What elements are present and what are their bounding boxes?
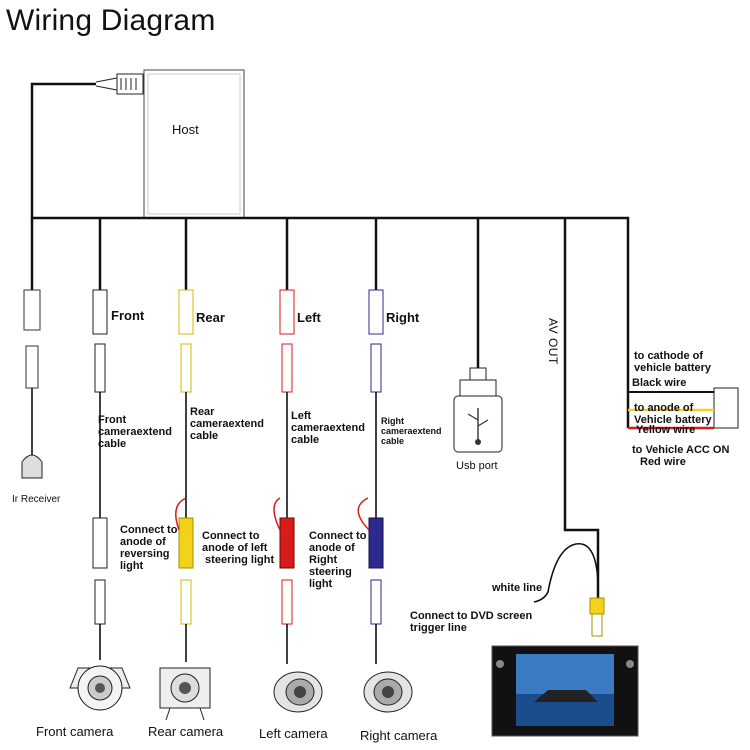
host-connector xyxy=(95,73,144,95)
rear-extend-line-2: cameraextend xyxy=(190,418,264,430)
cathode-note: to cathode of vehicle battery xyxy=(634,350,711,374)
cathode-line-2: vehicle battery xyxy=(634,362,712,374)
white-line-label: white line xyxy=(492,582,543,594)
right-label: Right xyxy=(386,310,420,325)
left-connect-note: Connect to anode of left steering light xyxy=(202,530,274,566)
left-extend-line-3: cable xyxy=(291,434,320,446)
anode-note: to anode of Vehicle battery xyxy=(634,402,712,426)
dvd-trigger-line xyxy=(533,543,605,637)
anode-line-1: to anode of xyxy=(634,402,694,414)
right-note-line-1: Connect to xyxy=(309,530,367,542)
right-extend-line-2: cameraextend xyxy=(381,426,442,436)
rear-note-line-2: anode of xyxy=(120,536,166,548)
right-channel xyxy=(357,289,384,664)
right-note-line-3: Right xyxy=(309,554,338,566)
left-camera-label: Left camera xyxy=(259,726,328,741)
right-extend-line-3: cable xyxy=(381,436,405,446)
right-extend-label: Right cameraextend cable xyxy=(381,416,442,446)
rear-label: Rear xyxy=(196,310,225,325)
power-connector xyxy=(628,387,739,430)
left-note-line-3: steering light xyxy=(202,554,275,566)
dvd-screen-icon xyxy=(491,645,639,737)
right-note-line-2: anode of xyxy=(309,542,355,554)
left-camera-icon xyxy=(273,671,323,713)
rear-channel xyxy=(175,289,194,662)
front-label: Front xyxy=(111,308,145,323)
right-camera-label: Right camera xyxy=(360,728,438,743)
rear-extend-line-1: Rear xyxy=(190,406,215,418)
front-extend-line-2: cameraextend xyxy=(98,426,172,438)
front-camera-label: Front camera xyxy=(36,724,114,739)
right-camera-icon xyxy=(363,671,413,713)
rear-camera-label: Rear camera xyxy=(148,724,224,739)
left-channel xyxy=(273,289,295,664)
dvd-trigger-line-2: trigger line xyxy=(410,622,467,634)
front-camera-icon xyxy=(69,665,131,711)
front-extend-line-3: cable xyxy=(98,438,127,450)
ir-receiver-icon xyxy=(21,440,43,479)
host-label: Host xyxy=(172,122,199,137)
red-wire-label: Red wire xyxy=(640,456,686,468)
rear-extend-line-3: cable xyxy=(190,430,219,442)
black-wire-label: Black wire xyxy=(632,377,687,389)
main-harness xyxy=(30,82,630,600)
right-extend-line-1: Right xyxy=(381,416,404,426)
ir-receiver-cable xyxy=(23,289,41,440)
host-box xyxy=(143,69,245,219)
ir-receiver-label: Ir Receiver xyxy=(12,494,61,505)
left-extend-line-1: Left xyxy=(291,410,312,422)
rear-extend-label: Rear cameraextend cable xyxy=(190,406,264,442)
right-connect-note: Connect to anode of Right steering light xyxy=(309,530,366,590)
right-note-line-4: steering xyxy=(309,566,352,578)
rear-camera-icon xyxy=(159,667,211,721)
left-extend-label: Left cameraextend cable xyxy=(291,410,365,446)
acc-note: to Vehicle ACC ON xyxy=(632,444,730,456)
usb-port-label: Usb port xyxy=(456,460,498,472)
rear-connect-note: Connect to anode of reversing light xyxy=(120,524,177,572)
left-extend-line-2: cameraextend xyxy=(291,422,365,434)
cathode-line-1: to cathode of xyxy=(634,350,704,362)
anode-line-2: Vehicle battery xyxy=(634,414,712,426)
rear-note-line-4: light xyxy=(120,560,144,572)
dvd-trigger-line-1: Connect to DVD screen xyxy=(410,610,533,622)
yellow-wire-label: Yellow wire xyxy=(636,424,696,436)
front-extend-label: Front cameraextend cable xyxy=(98,414,172,450)
usb-port-icon xyxy=(453,367,503,453)
rear-note-line-3: reversing xyxy=(120,548,170,560)
left-note-line-2: anode of left xyxy=(202,542,268,554)
page-title: Wiring Diagram xyxy=(6,4,216,37)
rear-note-line-1: Connect to xyxy=(120,524,178,536)
dvd-trigger-note: Connect to DVD screen trigger line xyxy=(410,610,532,634)
front-channel xyxy=(92,289,108,660)
right-note-line-5: light xyxy=(309,578,333,590)
left-note-line-1: Connect to xyxy=(202,530,260,542)
left-label: Left xyxy=(297,310,321,325)
front-extend-line-1: Front xyxy=(98,414,127,426)
av-out-label: AV OUT xyxy=(546,318,560,365)
